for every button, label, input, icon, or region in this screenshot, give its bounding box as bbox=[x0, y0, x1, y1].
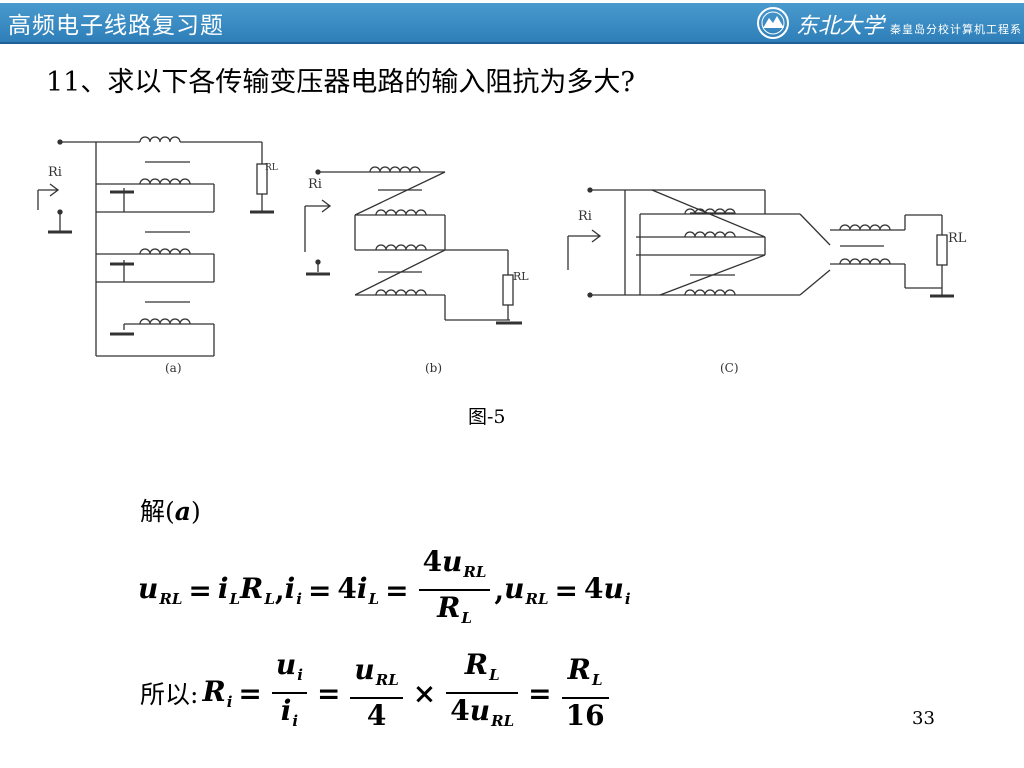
header-divider bbox=[0, 42, 1024, 44]
circuit-a-caption: (a) bbox=[165, 361, 182, 375]
figure-caption: 图-5 bbox=[468, 406, 506, 428]
circuit-a bbox=[37, 136, 274, 357]
circuit-c-ri-label: Ri bbox=[578, 209, 592, 224]
solution-label: 解(a) bbox=[140, 492, 201, 528]
circuit-b-ri-label: Ri bbox=[308, 177, 322, 192]
solution-prefix: 解( bbox=[140, 497, 175, 526]
university-name: 东北大学 bbox=[796, 14, 885, 39]
header-top-edge bbox=[0, 0, 1024, 3]
transformer-circuit-figure: Ri RL (a) Ri RL (b) Ri RL (C) bbox=[37, 136, 967, 375]
circuit-a-rl-label: RL bbox=[265, 163, 278, 173]
page-number: 33 bbox=[912, 708, 935, 729]
circuit-c-caption: (C) bbox=[720, 361, 739, 375]
circuit-b-rl-label: RL bbox=[513, 270, 529, 283]
circuit-b bbox=[304, 166, 522, 325]
circuit-c-rl-label: RL bbox=[948, 231, 967, 246]
university-logo-icon bbox=[757, 7, 789, 39]
circuit-c bbox=[567, 187, 954, 298]
slide-title: 高频电子线路复习题 bbox=[8, 13, 224, 39]
question-text: 11、求以下各传输变压器电路的输入阻抗为多大? bbox=[46, 67, 635, 98]
therefore-label: 所以: bbox=[140, 680, 199, 709]
solution-part: a bbox=[174, 497, 191, 526]
department-name: 秦皇岛分校计算机工程系 bbox=[890, 23, 1023, 36]
circuit-b-caption: (b) bbox=[425, 361, 442, 375]
header-bar bbox=[0, 0, 1024, 42]
solution-suffix: ) bbox=[190, 497, 201, 526]
circuit-a-ri-label: Ri bbox=[48, 165, 62, 180]
university-logo-text: 东北大学秦皇岛分校计算机工程系 bbox=[796, 8, 1022, 40]
